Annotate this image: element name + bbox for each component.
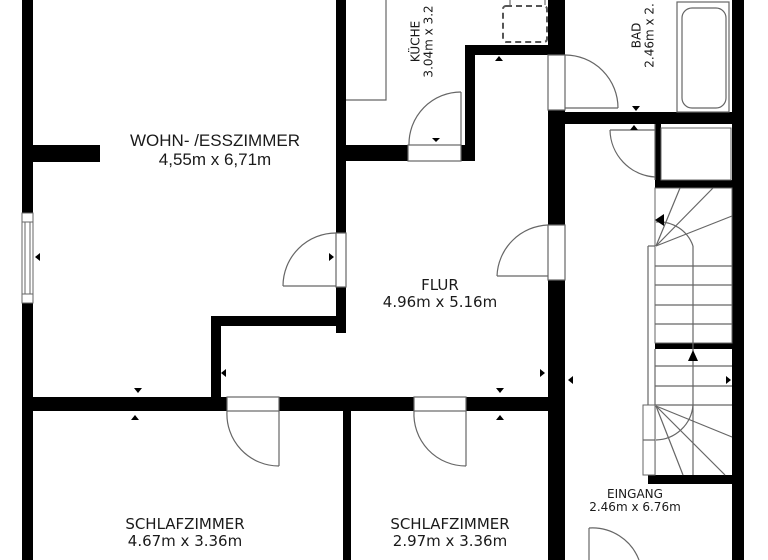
room-dimensions: 3.04m x 3.2 bbox=[422, 5, 436, 78]
room-name: BAD bbox=[629, 22, 644, 49]
door-swing-icon bbox=[547, 54, 619, 111]
wall-bedroom-top-mid bbox=[279, 397, 414, 411]
wall-wohn-kueche bbox=[336, 0, 346, 233]
wall-wohn-flur-vert bbox=[211, 316, 221, 406]
kitchen-counter bbox=[346, 0, 548, 101]
room-name: SCHLAFZIMMER bbox=[390, 515, 510, 533]
door-swing-icon bbox=[588, 527, 640, 560]
wall-kueche-step-vert bbox=[465, 45, 475, 161]
stair-arrow-up-icon bbox=[688, 350, 698, 361]
room-label-kueche: KÜCHE 3.04m x 3.2 bbox=[408, 0, 437, 86]
room-name: EINGANG bbox=[607, 487, 663, 501]
dimension-marker-icon bbox=[35, 56, 731, 420]
door-swing-icon bbox=[282, 232, 347, 288]
wall-closet-left bbox=[655, 124, 661, 184]
wall-right bbox=[732, 0, 744, 560]
wall-kueche-bottom bbox=[336, 145, 408, 161]
staircase-icon bbox=[642, 187, 733, 476]
wall-left-upper bbox=[22, 0, 33, 213]
wall-wohn-flur-lower bbox=[336, 287, 346, 333]
doors bbox=[226, 54, 656, 560]
door-swing-icon bbox=[226, 396, 280, 467]
bathtub-icon bbox=[676, 1, 730, 113]
wall-left-lower bbox=[22, 303, 33, 560]
room-name: KÜCHE bbox=[408, 20, 423, 63]
room-dimensions: 4.96m x 5.16m bbox=[382, 292, 498, 311]
room-label-wohn: WOHN- /ESSZIMMER 4,55m x 6,71m bbox=[100, 131, 330, 169]
wall-stair-bottom bbox=[648, 475, 738, 484]
walls bbox=[22, 0, 744, 560]
room-dimensions: 4,55m x 6,71m bbox=[158, 150, 272, 170]
room-label-schlafzimmer-2: SCHLAFZIMMER 2.97m x 3.36m bbox=[355, 516, 545, 550]
wall-bedroom-top-right bbox=[466, 397, 565, 411]
wall-kueche-step-horiz bbox=[465, 45, 555, 55]
wall-wohn-flur-step bbox=[211, 316, 346, 326]
room-label-eingang: EINGANG 2.46m x 6.76m bbox=[570, 487, 700, 515]
room-dimensions: 2.46m x 2. bbox=[643, 3, 657, 68]
wall-mid-vert-2 bbox=[548, 110, 565, 225]
closet bbox=[660, 127, 732, 181]
door-swing-icon bbox=[407, 91, 462, 162]
room-dimensions: 2.46m x 6.76m bbox=[589, 500, 681, 515]
wall-mid-vert-top bbox=[548, 0, 565, 55]
door-swing-icon bbox=[413, 396, 467, 467]
wall-mid-vert-3 bbox=[548, 280, 565, 560]
window-icon bbox=[21, 212, 34, 304]
wall-wohn-stub bbox=[22, 145, 100, 162]
door-swing-icon bbox=[496, 224, 566, 281]
room-label-bad: BAD 2.46m x 2. bbox=[629, 0, 658, 75]
room-name: WOHN- /ESSZIMMER bbox=[130, 131, 300, 150]
wall-bedroom-top-left bbox=[22, 397, 227, 411]
door-swing-icon bbox=[609, 124, 656, 180]
wall-bedroom-divider bbox=[343, 411, 351, 560]
wall-bad-bottom bbox=[548, 112, 740, 124]
room-name: FLUR bbox=[421, 276, 459, 294]
room-dimensions: 2.97m x 3.36m bbox=[392, 531, 508, 550]
room-label-schlafzimmer-1: SCHLAFZIMMER 4.67m x 3.36m bbox=[90, 516, 280, 550]
wall-stair-mid bbox=[655, 343, 735, 349]
room-name: SCHLAFZIMMER bbox=[125, 515, 245, 533]
appliance-outline bbox=[502, 5, 548, 43]
stair-arrow-left-icon bbox=[655, 214, 664, 226]
room-dimensions: 4.67m x 3.36m bbox=[127, 531, 243, 550]
room-label-flur: FLUR 4.96m x 5.16m bbox=[360, 277, 520, 311]
wall-closet-bottom bbox=[655, 180, 735, 188]
